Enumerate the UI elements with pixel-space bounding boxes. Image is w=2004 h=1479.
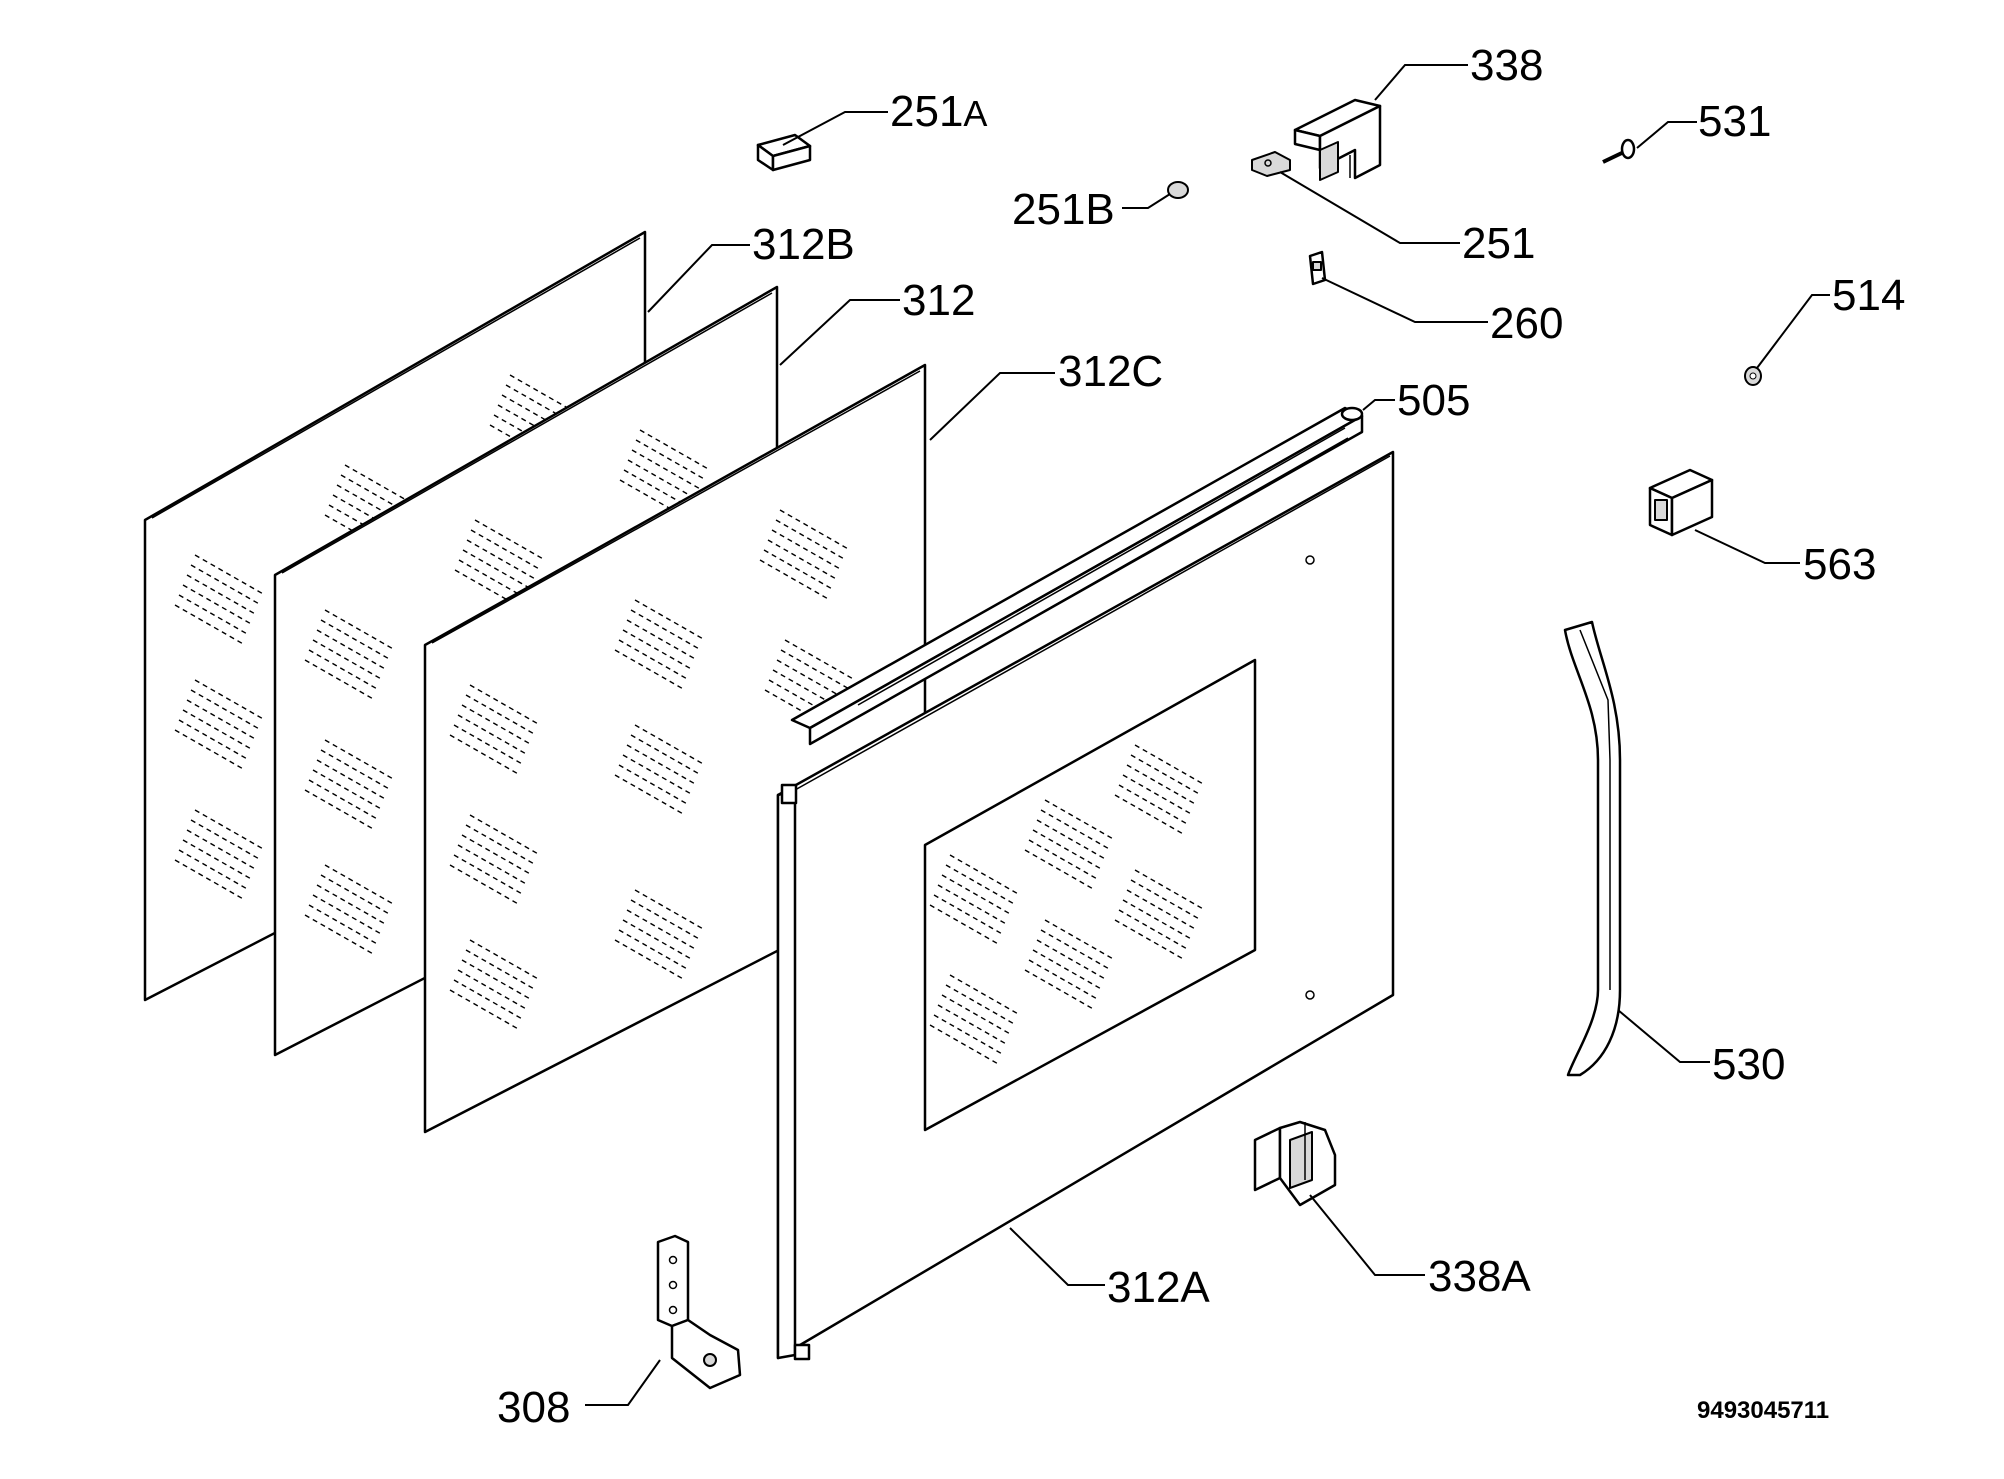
label-312: 312 [902,276,975,325]
label-530: 530 [1712,1040,1785,1089]
label-251: 251 [1462,219,1535,268]
label-563: 563 [1803,540,1876,589]
label-312b: 312B [752,220,855,269]
connector-563 [1648,468,1714,537]
label-308: 308 [497,1383,570,1432]
bracket-338 [1293,98,1382,181]
screw-531 [1602,138,1636,164]
leader-lines [585,64,1830,1406]
part-251a [756,133,812,172]
label-251b: 251B [1012,185,1115,234]
label-312a: 312A [1107,1263,1210,1312]
hinge-308 [656,1234,742,1390]
clip-251 [1251,151,1291,177]
handle-530 [1563,620,1622,1077]
label-312c: 312C [1058,347,1163,396]
top-profile-505 [790,406,1364,746]
label-514: 514 [1832,271,1905,320]
part-251b [1167,181,1189,199]
door-front-panel-312a [776,450,1395,1361]
drawing-number: 9493045711 [1697,1397,1829,1424]
label-338: 338 [1470,41,1543,90]
bracket-338a [1253,1120,1337,1207]
label-260: 260 [1490,299,1563,348]
label-531: 531 [1698,97,1771,146]
label-505: 505 [1397,376,1470,425]
nut-514 [1744,366,1762,386]
part-labels: 251A 338 531 251B 251 312B 312 260 514 3… [497,41,1905,1432]
label-251a: 251A [890,87,987,136]
label-338a: 338A [1428,1252,1531,1301]
